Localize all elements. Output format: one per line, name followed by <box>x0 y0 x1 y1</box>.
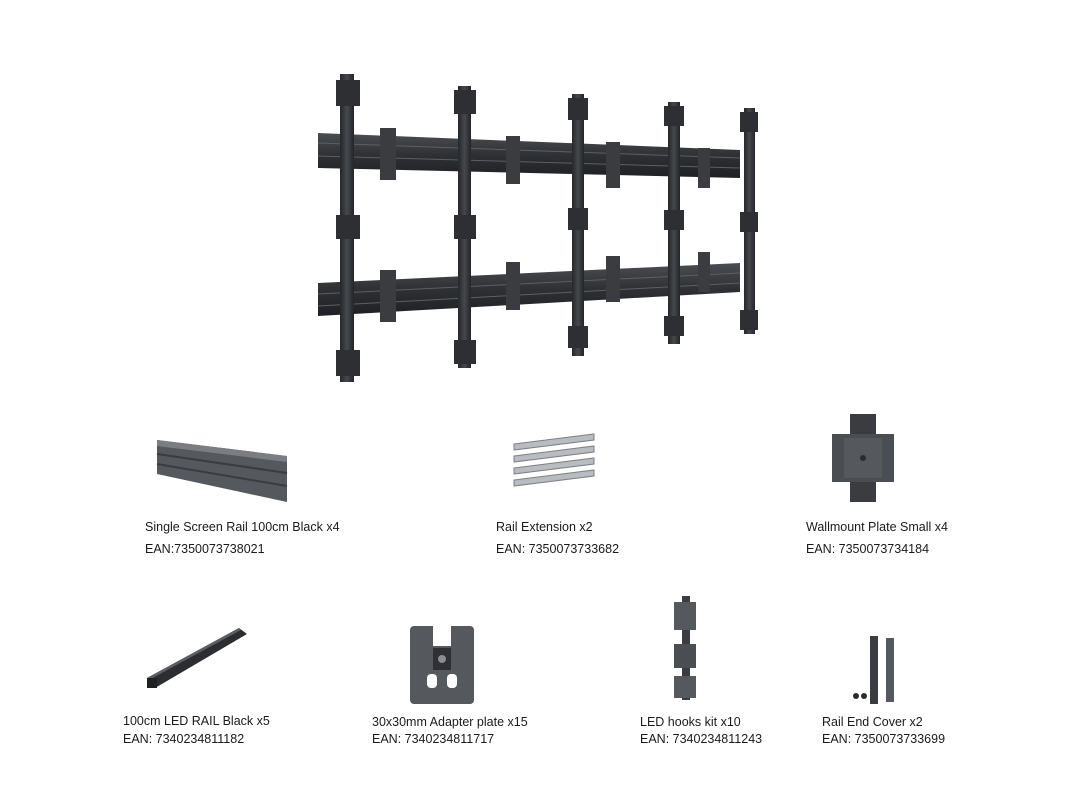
item-3-ean: EAN: 7350073734184 <box>806 542 930 556</box>
led-rail-image <box>147 628 247 688</box>
item-5-ean: EAN: 7340234811717 <box>372 732 495 746</box>
item-6-ean: EAN: 7340234811243 <box>640 732 763 746</box>
item-4-ean: EAN: 7340234811182 <box>123 732 245 746</box>
item-1-ean: EAN:7350073738021 <box>145 542 265 556</box>
item-3-name: Wallmount Plate Small x4 <box>806 520 948 534</box>
item-2-ean: EAN: 7350073733682 <box>496 542 620 556</box>
item-1-name: Single Screen Rail 100cm Black x4 <box>145 520 340 534</box>
item-7-ean: EAN: 7350073733699 <box>822 732 946 746</box>
item-2-name: Rail Extension x2 <box>496 520 593 534</box>
item-6-name: LED hooks kit x10 <box>640 715 741 729</box>
rail-extension-image <box>513 433 595 487</box>
item-7-name: Rail End Cover x2 <box>822 715 923 729</box>
led-hooks-kit-image <box>674 596 696 700</box>
adapter-plate-image <box>410 626 474 704</box>
item-5-name: 30x30mm Adapter plate x15 <box>372 715 528 729</box>
wallmount-plate-image <box>832 414 894 502</box>
item-4-name: 100cm LED RAIL Black x5 <box>123 714 270 728</box>
rail-end-cover-image <box>853 636 894 704</box>
single-screen-rail-image <box>156 440 288 502</box>
